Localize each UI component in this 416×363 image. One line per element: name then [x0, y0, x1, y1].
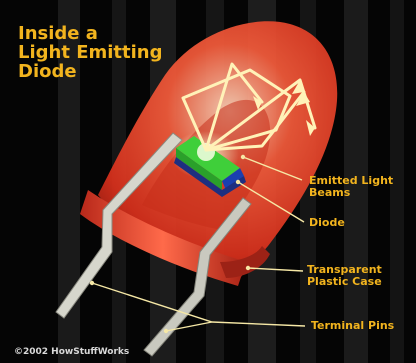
title-line-3: Diode: [18, 62, 163, 81]
diagram-title: Inside a Light Emitting Diode: [18, 24, 163, 81]
copyright-notice: ©2002 HowStuffWorks: [14, 347, 129, 357]
label-diode: Diode: [309, 217, 345, 229]
title-line-2: Light Emitting: [18, 43, 163, 62]
label-transparent-plastic-case: Transparent Plastic Case: [307, 264, 382, 288]
label-emitted-line-2: Beams: [309, 187, 393, 199]
title-line-1: Inside a: [18, 24, 163, 43]
label-terminal-pins: Terminal Pins: [311, 320, 394, 332]
label-case-line-2: Plastic Case: [307, 276, 382, 288]
label-emitted-light-beams: Emitted Light Beams: [309, 175, 393, 199]
